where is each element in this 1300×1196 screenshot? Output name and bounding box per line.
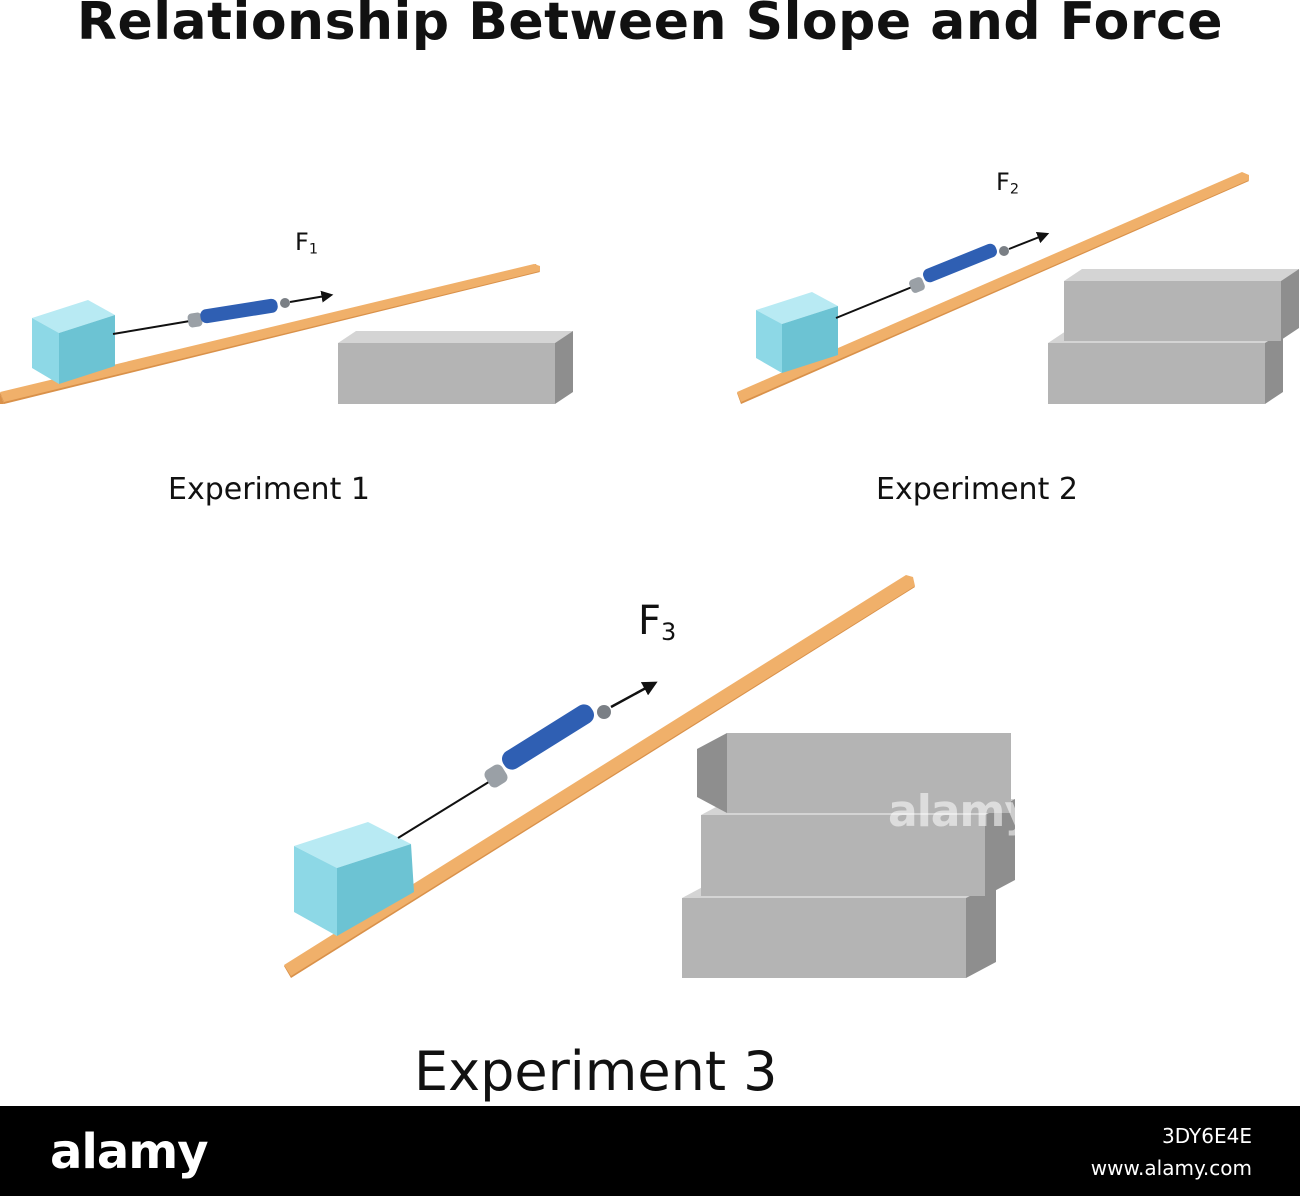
diagram-svg (0, 172, 1299, 978)
pull-string (397, 779, 493, 839)
inclined-ramp (0, 264, 540, 404)
force-label-f2: F2 (996, 168, 1019, 198)
spring-scale (484, 704, 611, 788)
force-label-f1: F1 (295, 228, 318, 258)
watermark: alamy (888, 786, 1033, 837)
cube-block (756, 292, 838, 373)
force-arrow (610, 681, 658, 709)
spring-scale (187, 298, 290, 328)
concrete-block (1064, 269, 1299, 341)
footer-logo: alamy (50, 1124, 209, 1180)
experiment-2-label: Experiment 2 (876, 472, 1078, 507)
force-arrow (289, 290, 334, 303)
experiment-1-setup (0, 264, 573, 404)
experiment-1-label: Experiment 1 (168, 472, 370, 507)
concrete-block (682, 882, 996, 978)
experiment-3-label: Experiment 3 (414, 1040, 778, 1103)
footer-bar: alamy 3DY6E4E www.alamy.com (0, 1106, 1300, 1196)
concrete-block (338, 331, 573, 404)
pull-string (112, 320, 191, 335)
image-id: 3DY6E4E (1162, 1124, 1252, 1148)
cube-block (32, 300, 115, 384)
force-label-f3: F3 (638, 598, 677, 646)
cube-block (294, 822, 414, 936)
experiment-3-setup (284, 575, 1015, 978)
pull-string (835, 286, 913, 319)
experiment-2-setup (737, 172, 1299, 404)
force-arrow (1008, 231, 1050, 250)
spring-scale (909, 243, 1009, 293)
inclined-ramp (737, 172, 1249, 404)
diagram-canvas: Relationship Between Slope and Force F1 … (0, 0, 1299, 1103)
footer-url[interactable]: www.alamy.com (1090, 1156, 1252, 1180)
inclined-ramp (284, 575, 915, 978)
concrete-block (1048, 331, 1283, 404)
concrete-block (697, 733, 1011, 813)
diagram-title: Relationship Between Slope and Force (76, 0, 1224, 52)
